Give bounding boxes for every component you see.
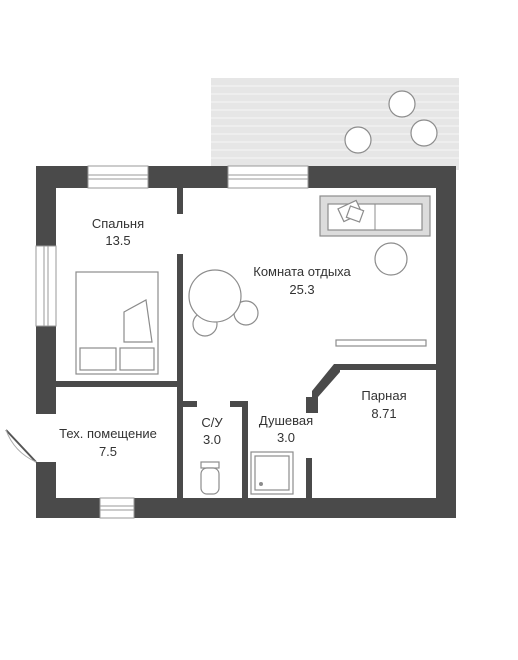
bed	[75, 271, 159, 375]
room-area: 8.71	[371, 406, 396, 421]
room-area: 13.5	[105, 233, 130, 248]
interior-walls	[56, 188, 436, 498]
room-bedroom-label: Спальня 13.5	[92, 216, 144, 248]
entrance-door	[5, 429, 37, 463]
toilet	[200, 461, 220, 495]
room-name: С/У	[201, 415, 223, 430]
terrace-chairs	[344, 90, 438, 154]
room-area: 3.0	[277, 430, 295, 445]
windows	[35, 165, 309, 519]
outer-walls	[36, 166, 456, 518]
room-lounge-label: Комната отдыха 25.3	[253, 264, 351, 297]
room-name: Парная	[361, 388, 406, 403]
room-sauna-label: Парная 8.71	[361, 388, 406, 421]
room-wc-label: С/У 3.0	[201, 415, 223, 447]
room-area: 25.3	[289, 282, 314, 297]
room-name: Спальня	[92, 216, 144, 231]
shower-tray	[250, 451, 294, 495]
room-utility-label: Тех. помещение 7.5	[59, 426, 157, 459]
room-name: Комната отдыха	[253, 264, 351, 279]
room-area: 3.0	[203, 432, 221, 447]
room-name: Тех. помещение	[59, 426, 157, 441]
shelf	[335, 339, 427, 347]
room-area: 7.5	[99, 444, 117, 459]
room-shower-label: Душевая 3.0	[259, 413, 313, 445]
side-table	[374, 242, 408, 276]
table-set	[188, 269, 259, 337]
sofa	[319, 195, 431, 237]
room-name: Душевая	[259, 413, 313, 428]
